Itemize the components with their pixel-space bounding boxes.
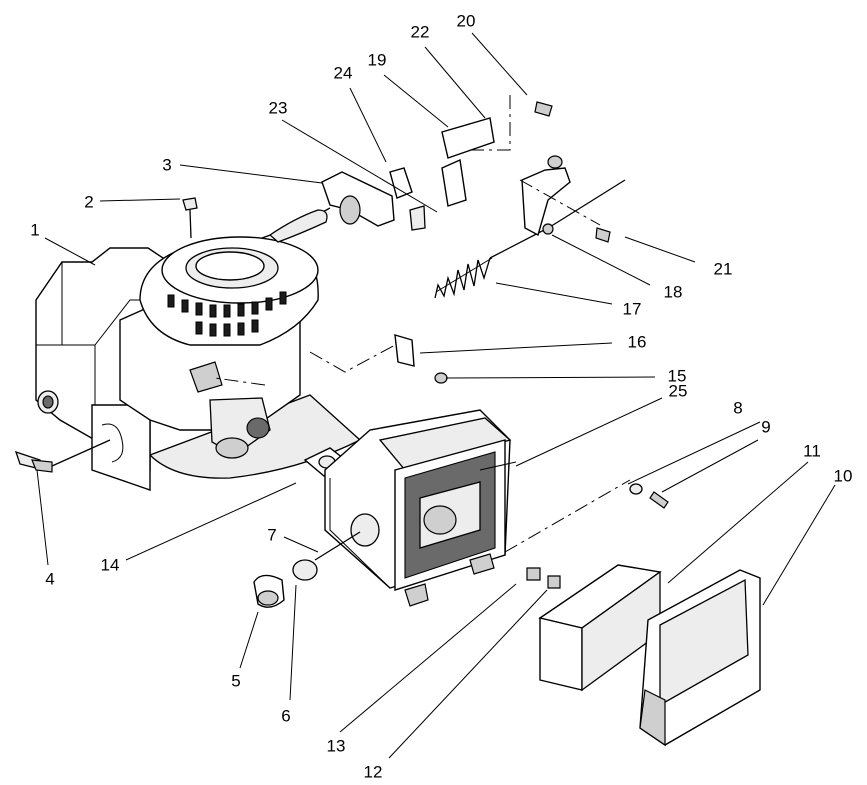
callout-18: 18 [664,282,683,301]
starter-vent-slots [167,291,287,337]
bolt-2 [182,197,198,239]
spark-plug [14,439,111,473]
callout-8: 8 [733,398,742,417]
governor-linkage [389,101,626,299]
callout-10: 10 [834,466,853,485]
air-cleaner-cover [639,569,761,747]
callout-3: 3 [162,155,171,174]
callout-21: 21 [714,259,733,278]
callout-9: 9 [761,417,770,436]
callout-16: 16 [628,332,647,351]
callout-24: 24 [334,63,353,82]
air-cleaner-base [324,409,512,607]
callout-6: 6 [281,706,290,725]
callout-11: 11 [803,441,821,460]
callout-19: 19 [368,50,387,69]
engine-assembly [35,236,362,491]
callout-22: 22 [411,22,430,41]
callout-14: 14 [101,555,120,574]
callout-23: 23 [269,98,288,117]
hardware [253,334,669,608]
callout-20: 20 [457,11,476,30]
callout-numbers: 1 2 3 4 5 6 7 8 9 10 11 12 13 14 16 15 1… [30,11,852,781]
callout-15: 15 [668,366,687,385]
leader-lines [36,32,836,759]
callout-17: 17 [623,299,642,318]
callout-4: 4 [45,569,54,588]
callout-7: 7 [267,525,276,544]
callout-12: 12 [364,762,383,781]
assembly-guide-lines [214,95,631,553]
callout-1: 1 [30,220,39,239]
callout-2: 2 [84,192,93,211]
callout-13: 13 [327,736,346,755]
starter-handle [261,171,395,243]
callout-25: 25 [669,381,688,400]
callout-5: 5 [231,671,240,690]
